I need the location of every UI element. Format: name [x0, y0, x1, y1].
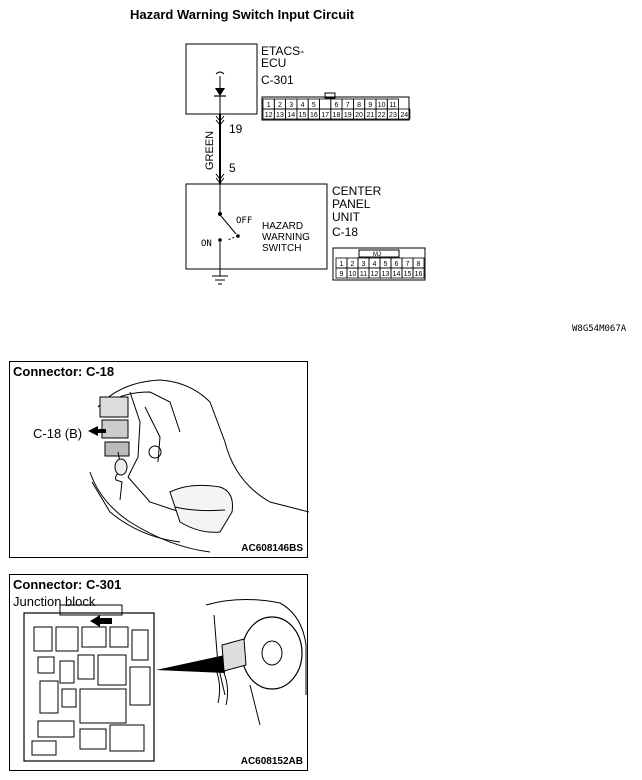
- etacs-connector-pin-label: 24: [400, 112, 408, 119]
- pin-19-label: 19: [229, 122, 243, 136]
- c18-figure-code: AC608146BS: [241, 543, 303, 554]
- etacs-connector-pin-label: 3: [289, 102, 293, 109]
- center-panel-connector-label: C-18: [332, 225, 358, 239]
- etacs-connector-pin-label: 8: [357, 102, 361, 109]
- etacs-connector-pin-label: 21: [366, 112, 374, 119]
- diode-icon: [214, 71, 226, 114]
- arrow-icon: [88, 426, 106, 436]
- center-panel-connector-pin-label: 9: [340, 271, 344, 278]
- switch-off-label: OFF: [236, 216, 252, 226]
- etacs-connector-pin-label: 13: [276, 112, 284, 119]
- etacs-connector-pin-label: 15: [299, 112, 307, 119]
- etacs-connector-pin-label: 20: [355, 112, 363, 119]
- etacs-connector-pin-label: 4: [301, 102, 305, 109]
- center-console-illustration: [88, 379, 309, 553]
- center-panel-connector-pin-label: 3: [362, 261, 366, 268]
- etacs-name-line2: ECU: [261, 56, 286, 70]
- center-panel-connector-pin-label: 16: [415, 271, 423, 278]
- etacs-name-line1: ETACS-: [261, 44, 304, 58]
- center-panel-name-line3: UNIT: [332, 210, 361, 224]
- center-panel-connector-pin-label: 11: [360, 271, 367, 278]
- center-panel-connector-pin-label: 13: [382, 271, 390, 278]
- arrow-icon: [90, 615, 112, 627]
- wire-color-label: GREEN: [204, 131, 216, 170]
- center-panel-connector-pin-label: 2: [351, 261, 355, 268]
- center-panel-connector-pin-label: 14: [393, 271, 401, 278]
- switch-label-line2: WARNING: [262, 232, 310, 243]
- etacs-connector-pin-label: 23: [389, 112, 397, 119]
- center-panel-box: [185, 183, 328, 270]
- center-panel-connector-cell: [412, 267, 425, 279]
- center-panel-connector-pin-label: 6: [395, 261, 399, 268]
- etacs-connector-pin-label: 7: [346, 102, 350, 109]
- etacs-connector-pin-label: 2: [278, 102, 282, 109]
- etacs-connector-pin-label: 16: [310, 112, 318, 119]
- etacs-connector-pin-label: 17: [321, 112, 329, 119]
- etacs-connector-pin-label: 11: [389, 102, 396, 109]
- pointer-wedge: [156, 655, 225, 673]
- switch-label-line3: SWITCH: [262, 243, 301, 254]
- etacs-connector-pin-label: 6: [334, 102, 338, 109]
- pin-5-label: 5: [229, 161, 236, 175]
- etacs-connector-pin-label: 5: [312, 102, 316, 109]
- etacs-connector-pin-label: 19: [344, 112, 352, 119]
- figure-code: W8G54M067A: [572, 324, 627, 334]
- connector-c301-panel: Connector: C-301 Junction block AC608152…: [9, 574, 308, 771]
- wire-crimp-bottom: [215, 173, 225, 184]
- diagram-title: Hazard Warning Switch Input Circuit: [130, 7, 355, 22]
- etacs-connector-cell: [398, 108, 411, 120]
- etacs-connector-pin-label: 12: [265, 112, 273, 119]
- wire-crimp-top: [215, 115, 225, 126]
- connector-c18-panel: Connector: C-18 C-18 (B) AC608146BS: [9, 361, 309, 558]
- connector-key-label: MJ: [373, 252, 381, 258]
- center-panel-connector-pin-label: 15: [404, 271, 412, 278]
- etacs-connector-label: C-301: [261, 73, 294, 87]
- c18-callout-label: C-18 (B): [33, 426, 83, 441]
- center-panel-connector-pin-label: 5: [384, 261, 388, 268]
- junction-block-illustration: [23, 598, 307, 762]
- center-panel-name-line2: PANEL: [332, 197, 371, 211]
- etacs-connector-pin-label: 10: [378, 102, 386, 109]
- switch-label-line1: HAZARD: [262, 221, 303, 232]
- etacs-connector-pin-label: 9: [368, 102, 372, 109]
- hazard-switch-icon: [218, 184, 240, 269]
- junction-block-icon: [23, 604, 155, 762]
- c301-panel-title: Connector: C-301: [13, 577, 122, 592]
- center-panel-connector-pin-label: 4: [373, 261, 377, 268]
- center-panel-name-line1: CENTER: [332, 184, 382, 198]
- etacs-connector-pin-label: 22: [378, 112, 386, 119]
- ground-icon: [212, 269, 228, 285]
- center-panel-connector-pin-label: 1: [340, 261, 344, 268]
- etacs-connector-pin-label: 14: [287, 112, 295, 119]
- center-panel-connector-pin-label: 10: [349, 271, 357, 278]
- switch-on-label: ON: [201, 239, 212, 249]
- circuit-diagram: Hazard Warning Switch Input Circuit ETAC…: [130, 7, 627, 334]
- center-panel-connector-pin-label: 7: [406, 261, 410, 268]
- center-panel-connector-pin-label: 8: [417, 261, 421, 268]
- center-panel-connector-pin-label: 12: [371, 271, 379, 278]
- etacs-connector-pin-label: 18: [333, 112, 341, 119]
- dashboard-view-icon: [205, 598, 307, 726]
- c301-panel-subtitle: Junction block: [13, 594, 96, 609]
- etacs-ecu-box: [185, 43, 258, 115]
- c301-figure-code: AC608152AB: [240, 756, 303, 767]
- c18-panel-title: Connector: C-18: [13, 364, 115, 379]
- etacs-connector-cell: [319, 98, 332, 110]
- etacs-connector-pin-label: 1: [267, 102, 271, 109]
